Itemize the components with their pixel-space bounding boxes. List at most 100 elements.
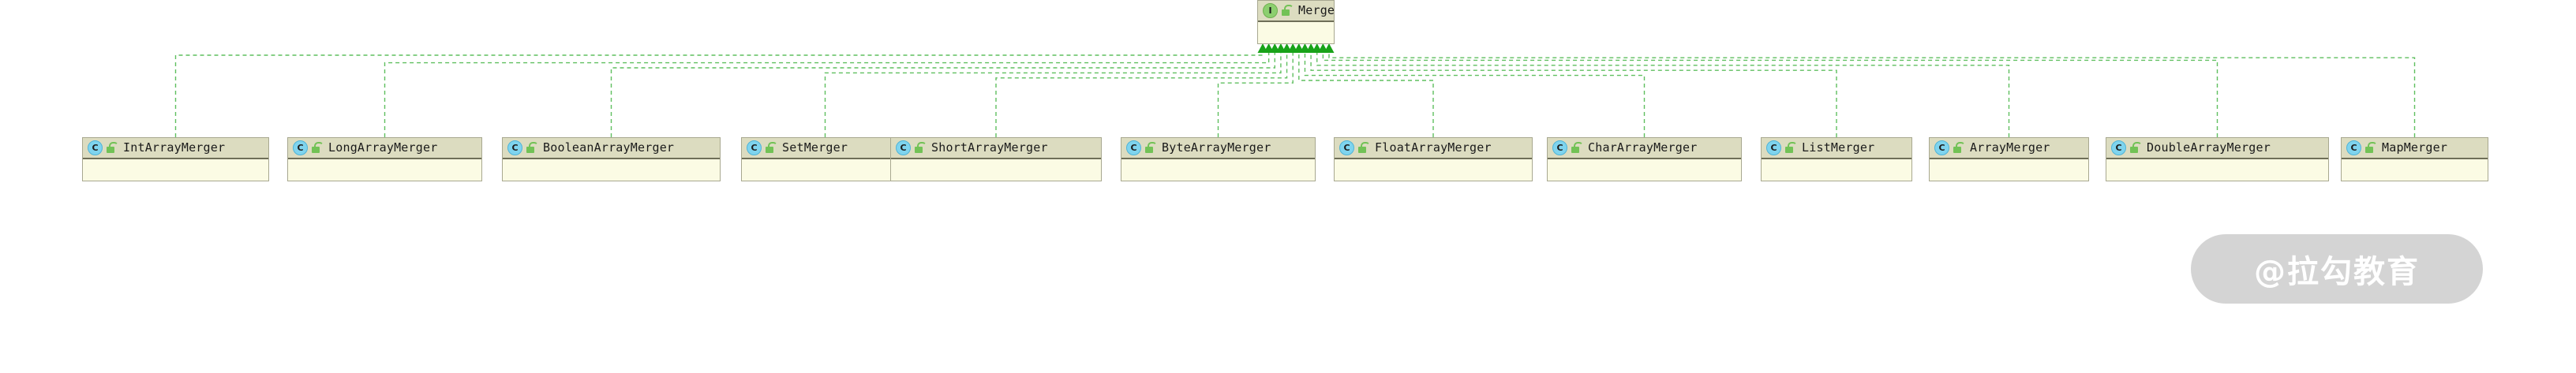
inheritance-arrowhead [1294,43,1305,53]
node-title: ArrayMerger [1970,140,2050,155]
edge-merger-to-setmerger [824,51,1282,137]
node-header: I Merger [1258,1,1334,22]
node-header: C BooleanArrayMerger [503,138,720,159]
node-title: FloatArrayMerger [1375,140,1492,155]
node-title: SetMerger [782,140,848,155]
class-icon: C [1934,140,1949,155]
unlocked-padlock-icon [765,142,777,154]
edge-merger-to-booleanarraymerger [610,51,1275,137]
inheritance-arrowhead [1287,43,1298,53]
class-icon: C [1339,140,1354,155]
unlocked-padlock-icon [1144,142,1157,154]
node-title: ListMerger [1802,140,1875,155]
node-header: C SetMerger [742,138,908,159]
edge-merger-to-doublearraymerger [1322,51,2218,137]
node-header: C IntArrayMerger [83,138,268,159]
class-node-chararraymerger[interactable]: C CharArrayMerger [1547,137,1742,181]
node-body [1121,159,1315,181]
watermark-text: @拉勾教育 [2254,254,2420,290]
unlocked-padlock-icon [311,142,324,154]
class-icon: C [1766,140,1781,155]
node-title: ShortArrayMerger [931,140,1048,155]
node-title: BooleanArrayMerger [543,140,675,155]
unlocked-padlock-icon [2364,142,2377,154]
inheritance-arrowhead [1264,43,1275,53]
edge-merger-to-listmerger [1310,51,1837,137]
class-node-merger[interactable]: I Merger [1257,0,1335,44]
watermark-badge: @拉勾教育 [2191,234,2483,304]
node-body [1762,159,1911,181]
node-header: C MapMerger [2342,138,2488,159]
class-icon: C [507,140,522,155]
class-node-arraymerger[interactable]: C ArrayMerger [1929,137,2089,181]
node-title: CharArrayMerger [1588,140,1698,155]
class-node-setmerger[interactable]: C SetMerger [741,137,909,181]
unlocked-padlock-icon [914,142,927,154]
inheritance-arrowhead [1269,43,1280,53]
unlocked-padlock-icon [1281,5,1294,17]
class-icon: C [88,140,103,155]
class-node-floatarraymerger[interactable]: C FloatArrayMerger [1334,137,1533,181]
node-header: C CharArrayMerger [1548,138,1741,159]
node-body [503,159,720,181]
node-title: IntArrayMerger [123,140,226,155]
node-header: C ArrayMerger [1930,138,2088,159]
inheritance-arrowhead [1305,43,1316,53]
node-body [2342,159,2488,181]
class-icon: C [293,140,308,155]
unlocked-padlock-icon [1953,142,1965,154]
node-body [1258,22,1334,43]
edge-merger-to-mapmerger [1328,51,2416,137]
class-node-shortarraymerger[interactable]: C ShortArrayMerger [890,137,1102,181]
class-node-mapmerger[interactable]: C MapMerger [2341,137,2488,181]
class-node-intarraymerger[interactable]: C IntArrayMerger [82,137,269,181]
node-body [891,159,1101,181]
class-node-listmerger[interactable]: C ListMerger [1761,137,1912,181]
unlocked-padlock-icon [1784,142,1797,154]
edge-merger-to-longarraymerger [384,51,1270,137]
class-node-longarraymerger[interactable]: C LongArrayMerger [287,137,482,181]
node-body [288,159,481,181]
class-icon: C [1552,140,1567,155]
class-node-booleanarraymerger[interactable]: C BooleanArrayMerger [502,137,721,181]
class-icon: C [896,140,911,155]
unlocked-padlock-icon [1571,142,1583,154]
inheritance-arrowhead [1312,43,1323,53]
unlocked-padlock-icon [106,142,118,154]
inheritance-arrowhead [1299,43,1310,53]
edge-merger-to-arraymerger [1316,51,2010,137]
edge-merger-to-shortarraymerger [995,51,1288,137]
edge-merger-to-chararraymerger [1304,51,1646,137]
inheritance-arrowhead [1282,43,1293,53]
node-title: Merger [1298,3,1334,17]
unlocked-padlock-icon [526,142,538,154]
node-header: C ShortArrayMerger [891,138,1101,159]
node-title: ByteArrayMerger [1162,140,1271,155]
node-body [83,159,268,181]
node-body [1335,159,1532,181]
edge-merger-to-bytearraymerger [1217,51,1294,137]
interface-icon: I [1263,3,1278,18]
node-title: LongArrayMerger [328,140,438,155]
inheritance-arrowhead [1275,43,1286,53]
node-body [1548,159,1741,181]
node-body [742,159,908,181]
unlocked-padlock-icon [1357,142,1370,154]
node-title: MapMerger [2382,140,2448,155]
node-header: C LongArrayMerger [288,138,481,159]
node-body [2106,159,2328,181]
class-icon: C [747,140,762,155]
node-body [1930,159,2088,181]
inheritance-arrowhead [1257,43,1268,53]
edge-merger-to-floatarraymerger [1298,51,1434,137]
class-icon: C [2111,140,2126,155]
class-icon: C [2346,140,2361,155]
unlocked-padlock-icon [2129,142,2142,154]
node-header: C ListMerger [1762,138,1911,159]
